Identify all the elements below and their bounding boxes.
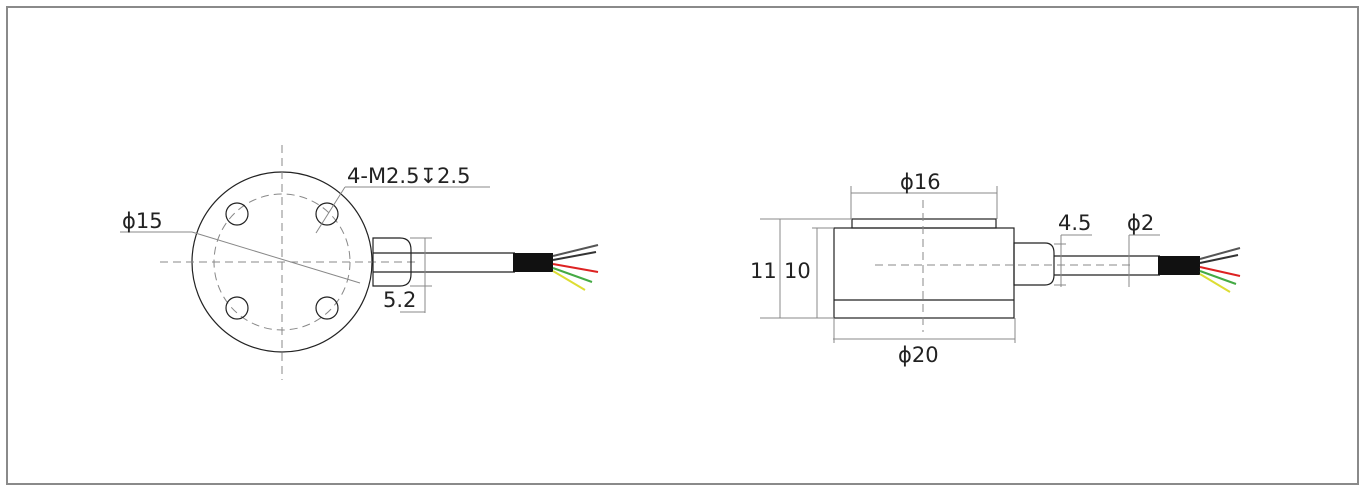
thread-leader (315, 186, 346, 234)
mounting-hole (315, 296, 339, 320)
cable-sheath (1158, 256, 1200, 275)
body (833, 227, 1015, 319)
body-height-label: 10 (784, 259, 811, 283)
top-diameter-label: ϕ16 (900, 170, 941, 194)
cable-gland (372, 237, 412, 287)
cable-gland (1013, 242, 1055, 286)
base-diameter-label: ϕ20 (898, 343, 939, 367)
drawing-frame (6, 6, 1359, 485)
wires (1199, 247, 1241, 293)
wires (552, 244, 599, 291)
side-view: ϕ16 11 10 ϕ20 4.5 ϕ2 (750, 170, 1241, 367)
cable-sheath (513, 253, 553, 272)
total-height-label: 11 (750, 259, 777, 283)
diameter-label: ϕ15 (122, 209, 163, 233)
thread-label: 4-M2.5↧2.5 (347, 164, 470, 188)
cable-diameter-label: ϕ2 (1127, 211, 1154, 235)
mounting-hole (315, 202, 339, 226)
connector-label: 5.2 (383, 288, 416, 312)
mounting-hole (225, 296, 249, 320)
top-view: ϕ15 4-M2.5↧2.5 5.2 (120, 145, 599, 380)
mounting-hole (225, 202, 249, 226)
top-plate (851, 218, 997, 229)
connector-label: 4.5 (1058, 211, 1091, 235)
diameter-leader (191, 231, 361, 284)
